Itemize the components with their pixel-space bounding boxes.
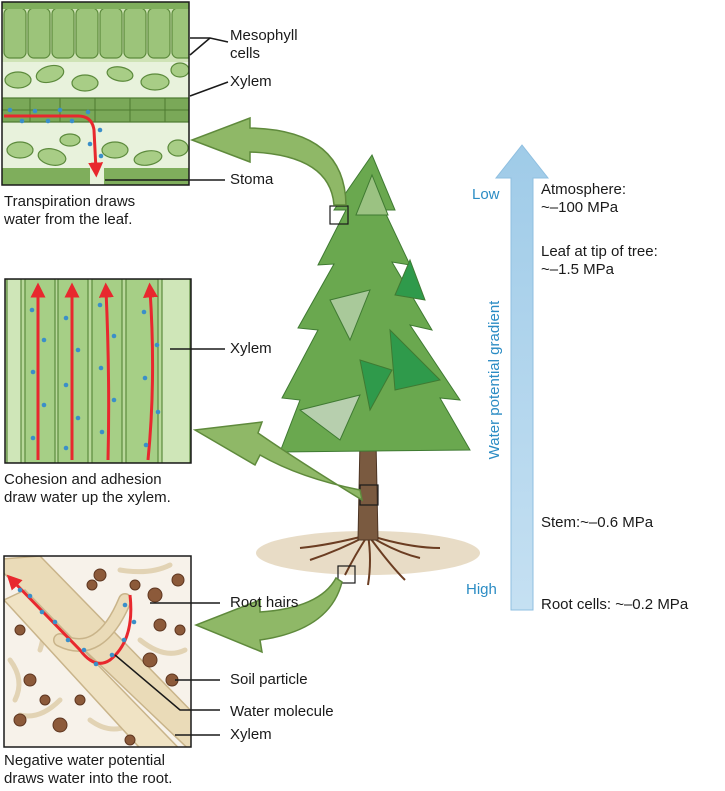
root-panel [4,556,191,747]
callout-arrows [189,116,364,654]
stem-callout-arrow [192,421,364,502]
stem-level: Stem:~–0.6 MPa [541,514,654,531]
stem-caption: Cohesion and adhesion draw water up the … [4,471,171,506]
gradient-high-label: High [466,581,497,598]
water-molecule-label: Water molecule [230,703,334,720]
leaf-caption: Transpiration draws water from the leaf. [4,193,136,228]
leaf-xylem-label: Xylem [230,73,272,90]
leaf-cross-section-panel [2,2,189,185]
xylem-water-columns [29,282,161,461]
tree-illustration [256,153,480,586]
root-water-path [6,574,137,667]
root-focus-box [337,565,356,584]
root-hairs-label: Root hairs [230,594,299,611]
root-xylem-label: Xylem [230,726,272,743]
water-potential-gradient-arrow [494,144,550,611]
stoma-label: Stoma [230,171,274,188]
root-callout-arrow [193,576,343,654]
leaf-callout-arrow [189,116,347,206]
stem-xylem-panel [5,279,191,463]
root-body [4,556,191,747]
soil-particles [13,568,186,746]
leaf-xylem-vein [2,97,189,123]
soil-particle-label: Soil particle [230,671,308,688]
gradient-low-label: Low [472,186,500,203]
gradient-axis-label: Water potential gradient [486,300,503,460]
palisade-mesophyll-cells [2,2,189,62]
spongy-mesophyll-cells [4,62,189,166]
root-caption: Negative water potential draws water int… [4,752,173,787]
tree-foliage [279,153,471,453]
stem-xylem-label: Xylem [230,340,272,357]
leader-lines [105,37,229,736]
root-cells-level: Root cells: ~–0.2 MPa [541,596,689,613]
atmosphere-level: Atmosphere: ~–100 MPa [541,181,627,216]
leaf-tip-level: Leaf at tip of tree: ~–1.5 MPa [541,243,658,278]
mesophyll-cells-label: Mesophyll cells [230,27,298,62]
leaf-water-path [4,107,104,178]
tree-trunk [357,439,379,541]
leaf-focus-box [329,205,349,225]
